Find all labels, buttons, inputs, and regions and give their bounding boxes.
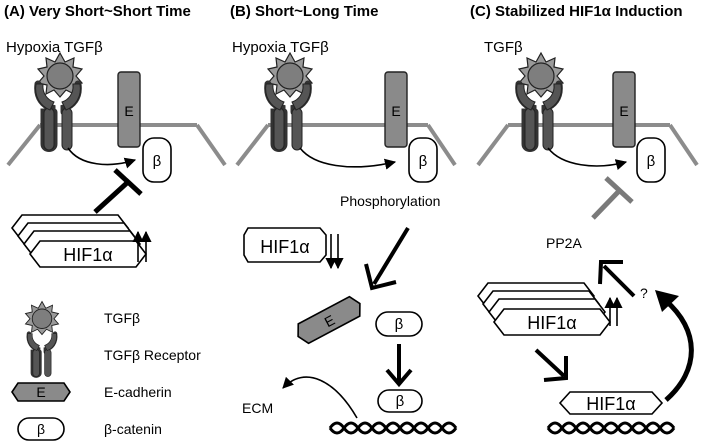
svg-text:β: β	[419, 153, 428, 170]
question-mark: ?	[640, 285, 648, 301]
legend-receptor-icon	[27, 334, 56, 377]
panel-a-header: (A) Very Short~Short Time	[4, 3, 191, 20]
inhibition-icon	[93, 168, 143, 214]
membrane-b-left	[235, 123, 270, 167]
legend-ecadherin-icon: E	[11, 382, 71, 402]
e-cadherin-c-icon: E	[612, 71, 636, 148]
beta-catenin-c-icon: β	[636, 137, 666, 183]
svg-text:E: E	[391, 103, 400, 119]
beta-catenin-free-icon: β	[375, 311, 423, 337]
down-arrow-b1	[364, 226, 410, 291]
e-cadherin-detached-icon: E	[297, 295, 361, 345]
hif1a-label-a: HIF1α	[63, 245, 112, 265]
svg-text:E: E	[619, 103, 628, 119]
up-arrows-icon	[132, 230, 152, 262]
membrane-c-right	[668, 123, 699, 167]
ecm-label: ECM	[242, 400, 273, 416]
pp2a-label: PP2A	[546, 235, 582, 251]
legend-receptor: TGFβ Receptor	[104, 347, 201, 363]
panel-b-header: (B) Short~Long Time	[230, 3, 378, 20]
svg-text:E: E	[124, 103, 133, 119]
down-right-arrow-c	[534, 348, 568, 382]
signal-arrow-a	[67, 147, 137, 169]
legend-bcatenin-icon: β	[17, 417, 65, 441]
ecm-arrow	[282, 376, 358, 419]
legend-bcatenin: β-catenin	[104, 421, 162, 437]
down-arrows-icon	[325, 234, 344, 270]
signal-arrow-b	[299, 147, 397, 170]
down-arrow-b2	[385, 344, 413, 388]
panel-a-condition: Hypoxia TGFβ	[6, 39, 103, 56]
inhibition-gray-icon	[591, 176, 634, 220]
hif1a-nuclear: HIF1α	[558, 391, 664, 415]
e-cadherin-icon: E	[117, 71, 141, 148]
svg-text:β: β	[647, 153, 656, 170]
legend-ecadherin: E-cadherin	[104, 384, 172, 400]
beta-catenin-nuclear-icon: β	[377, 389, 423, 413]
legend-tgfb-icon	[25, 301, 59, 335]
svg-text:HIF1α: HIF1α	[260, 237, 309, 257]
svg-text:β: β	[37, 421, 45, 437]
panel-c-header: (C) Stabilized HIF1α Induction	[470, 3, 683, 20]
hif1a-stack-c: HIF1α	[477, 282, 611, 336]
beta-catenin-icon: β	[142, 137, 172, 183]
up-arrows-c-icon	[604, 296, 623, 326]
dna-b-icon	[328, 421, 458, 435]
up-left-arrow-c	[598, 260, 636, 298]
dna-c-icon	[546, 421, 676, 435]
hif1a-b: HIF1α	[243, 227, 327, 263]
e-cadherin-b-icon: E	[384, 71, 408, 148]
beta-catenin-b-icon: β	[408, 137, 438, 183]
phosphorylation-label: Phosphorylation	[340, 193, 440, 209]
membrane-a-right	[195, 123, 227, 167]
svg-text:β: β	[395, 316, 404, 333]
hif1a-label-c: HIF1α	[527, 313, 576, 333]
legend-tgfb: TGFβ	[104, 310, 140, 326]
feedback-arrowhead-icon	[655, 290, 679, 312]
signal-arrow-c	[547, 147, 628, 171]
hif1a-stack-a: HIF1α	[11, 214, 147, 268]
membrane-c-left	[476, 123, 510, 167]
membrane-a-left	[6, 123, 42, 167]
svg-text:HIF1α: HIF1α	[586, 394, 635, 414]
svg-text:β: β	[396, 393, 405, 410]
panel-c-condition: TGFβ	[484, 39, 523, 56]
svg-text:β: β	[153, 153, 162, 170]
feedback-arrow-c	[663, 298, 694, 402]
panel-b-condition: Hypoxia TGFβ	[232, 39, 329, 56]
membrane-b-right	[426, 123, 457, 167]
svg-text:E: E	[36, 384, 45, 400]
